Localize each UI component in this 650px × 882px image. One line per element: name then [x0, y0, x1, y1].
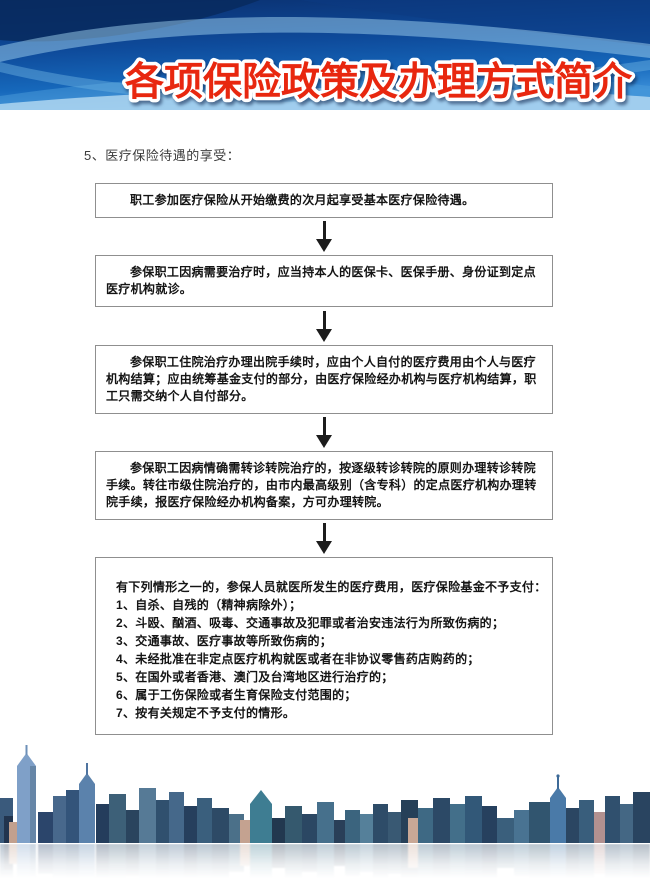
flow-step-exclusions: 有下列情形之一的，参保人员就医所发生的医疗费用，医疗保险基金不予支付： 1、自杀…: [95, 557, 553, 735]
exclusion-item: 2、斗殴、酗酒、吸毒、交通事故及犯罪或者治安违法行为所致伤病的；: [116, 616, 505, 630]
exclusions-intro: 有下列情形之一的，参保人员就医所发生的医疗费用，医疗保险基金不予支付：: [116, 580, 547, 594]
exclusion-item: 4、未经批准在非定点医疗机构就医或者在非协议零售药店购药的；: [116, 652, 480, 666]
exclusion-item: 5、在国外或者香港、澳门及台湾地区进行治疗的；: [116, 670, 394, 684]
page-title: 各项保险政策及办理方式简介: [125, 61, 633, 104]
section-heading: 5、医疗保险待遇的享受：: [84, 148, 241, 163]
city-skyline-reflection: [0, 844, 650, 882]
down-arrow-icon: [309, 523, 339, 554]
flow-step-eligibility: 职工参加医疗保险从开始缴费的次月起享受基本医疗保险待遇。: [95, 183, 553, 218]
arrow-head: [316, 329, 332, 342]
arrow-shaft: [322, 221, 326, 239]
title-banner: 各项保险政策及办理方式简介: [121, 58, 636, 108]
down-arrow-icon: [309, 221, 339, 252]
down-arrow-icon: [309, 417, 339, 448]
flow-step-text: 职工参加医疗保险从开始缴费的次月起享受基本医疗保险待遇。: [130, 193, 475, 207]
exclusion-item: 6、属于工伤保险或者生育保险支付范围的；: [116, 688, 357, 702]
exclusion-item: 3、交通事故、医疗事故等所致伤病的；: [116, 634, 333, 648]
header-background-waves: [0, 0, 650, 110]
flow-step-discharge-settlement: 参保职工住院治疗办理出院手续时，应由个人自付的医疗费用由个人与医疗机构结算；应由…: [95, 345, 553, 414]
arrow-shaft: [322, 311, 326, 329]
flow-step-visit-doctor: 参保职工因病需要治疗时，应当持本人的医保卡、医保手册、身份证到定点医疗机构就诊。: [95, 255, 553, 307]
arrow-shaft: [322, 417, 326, 435]
arrow-head: [316, 435, 332, 448]
header-banner: 各项保险政策及办理方式简介: [0, 0, 650, 110]
exclusion-item: 7、按有关规定不予支付的情形。: [116, 706, 296, 720]
arrow-head: [316, 239, 332, 252]
arrow-head: [316, 541, 332, 554]
arrow-shaft: [322, 523, 326, 541]
exclusion-item: 1、自杀、自残的（精神病除外）；: [116, 598, 302, 612]
flow-step-text: 参保职工因病情确需转诊转院治疗的，按逐级转诊转院的原则办理转诊转院手续。转往市级…: [106, 461, 537, 509]
flow-step-text: 参保职工因病需要治疗时，应当持本人的医保卡、医保手册、身份证到定点医疗机构就诊。: [106, 265, 536, 296]
down-arrow-icon: [309, 311, 339, 342]
city-skyline: [0, 740, 650, 844]
flow-step-hospital-transfer: 参保职工因病情确需转诊转院治疗的，按逐级转诊转院的原则办理转诊转院手续。转往市级…: [95, 451, 553, 520]
flow-step-text: 参保职工住院治疗办理出院手续时，应由个人自付的医疗费用由个人与医疗机构结算；应由…: [106, 355, 537, 403]
